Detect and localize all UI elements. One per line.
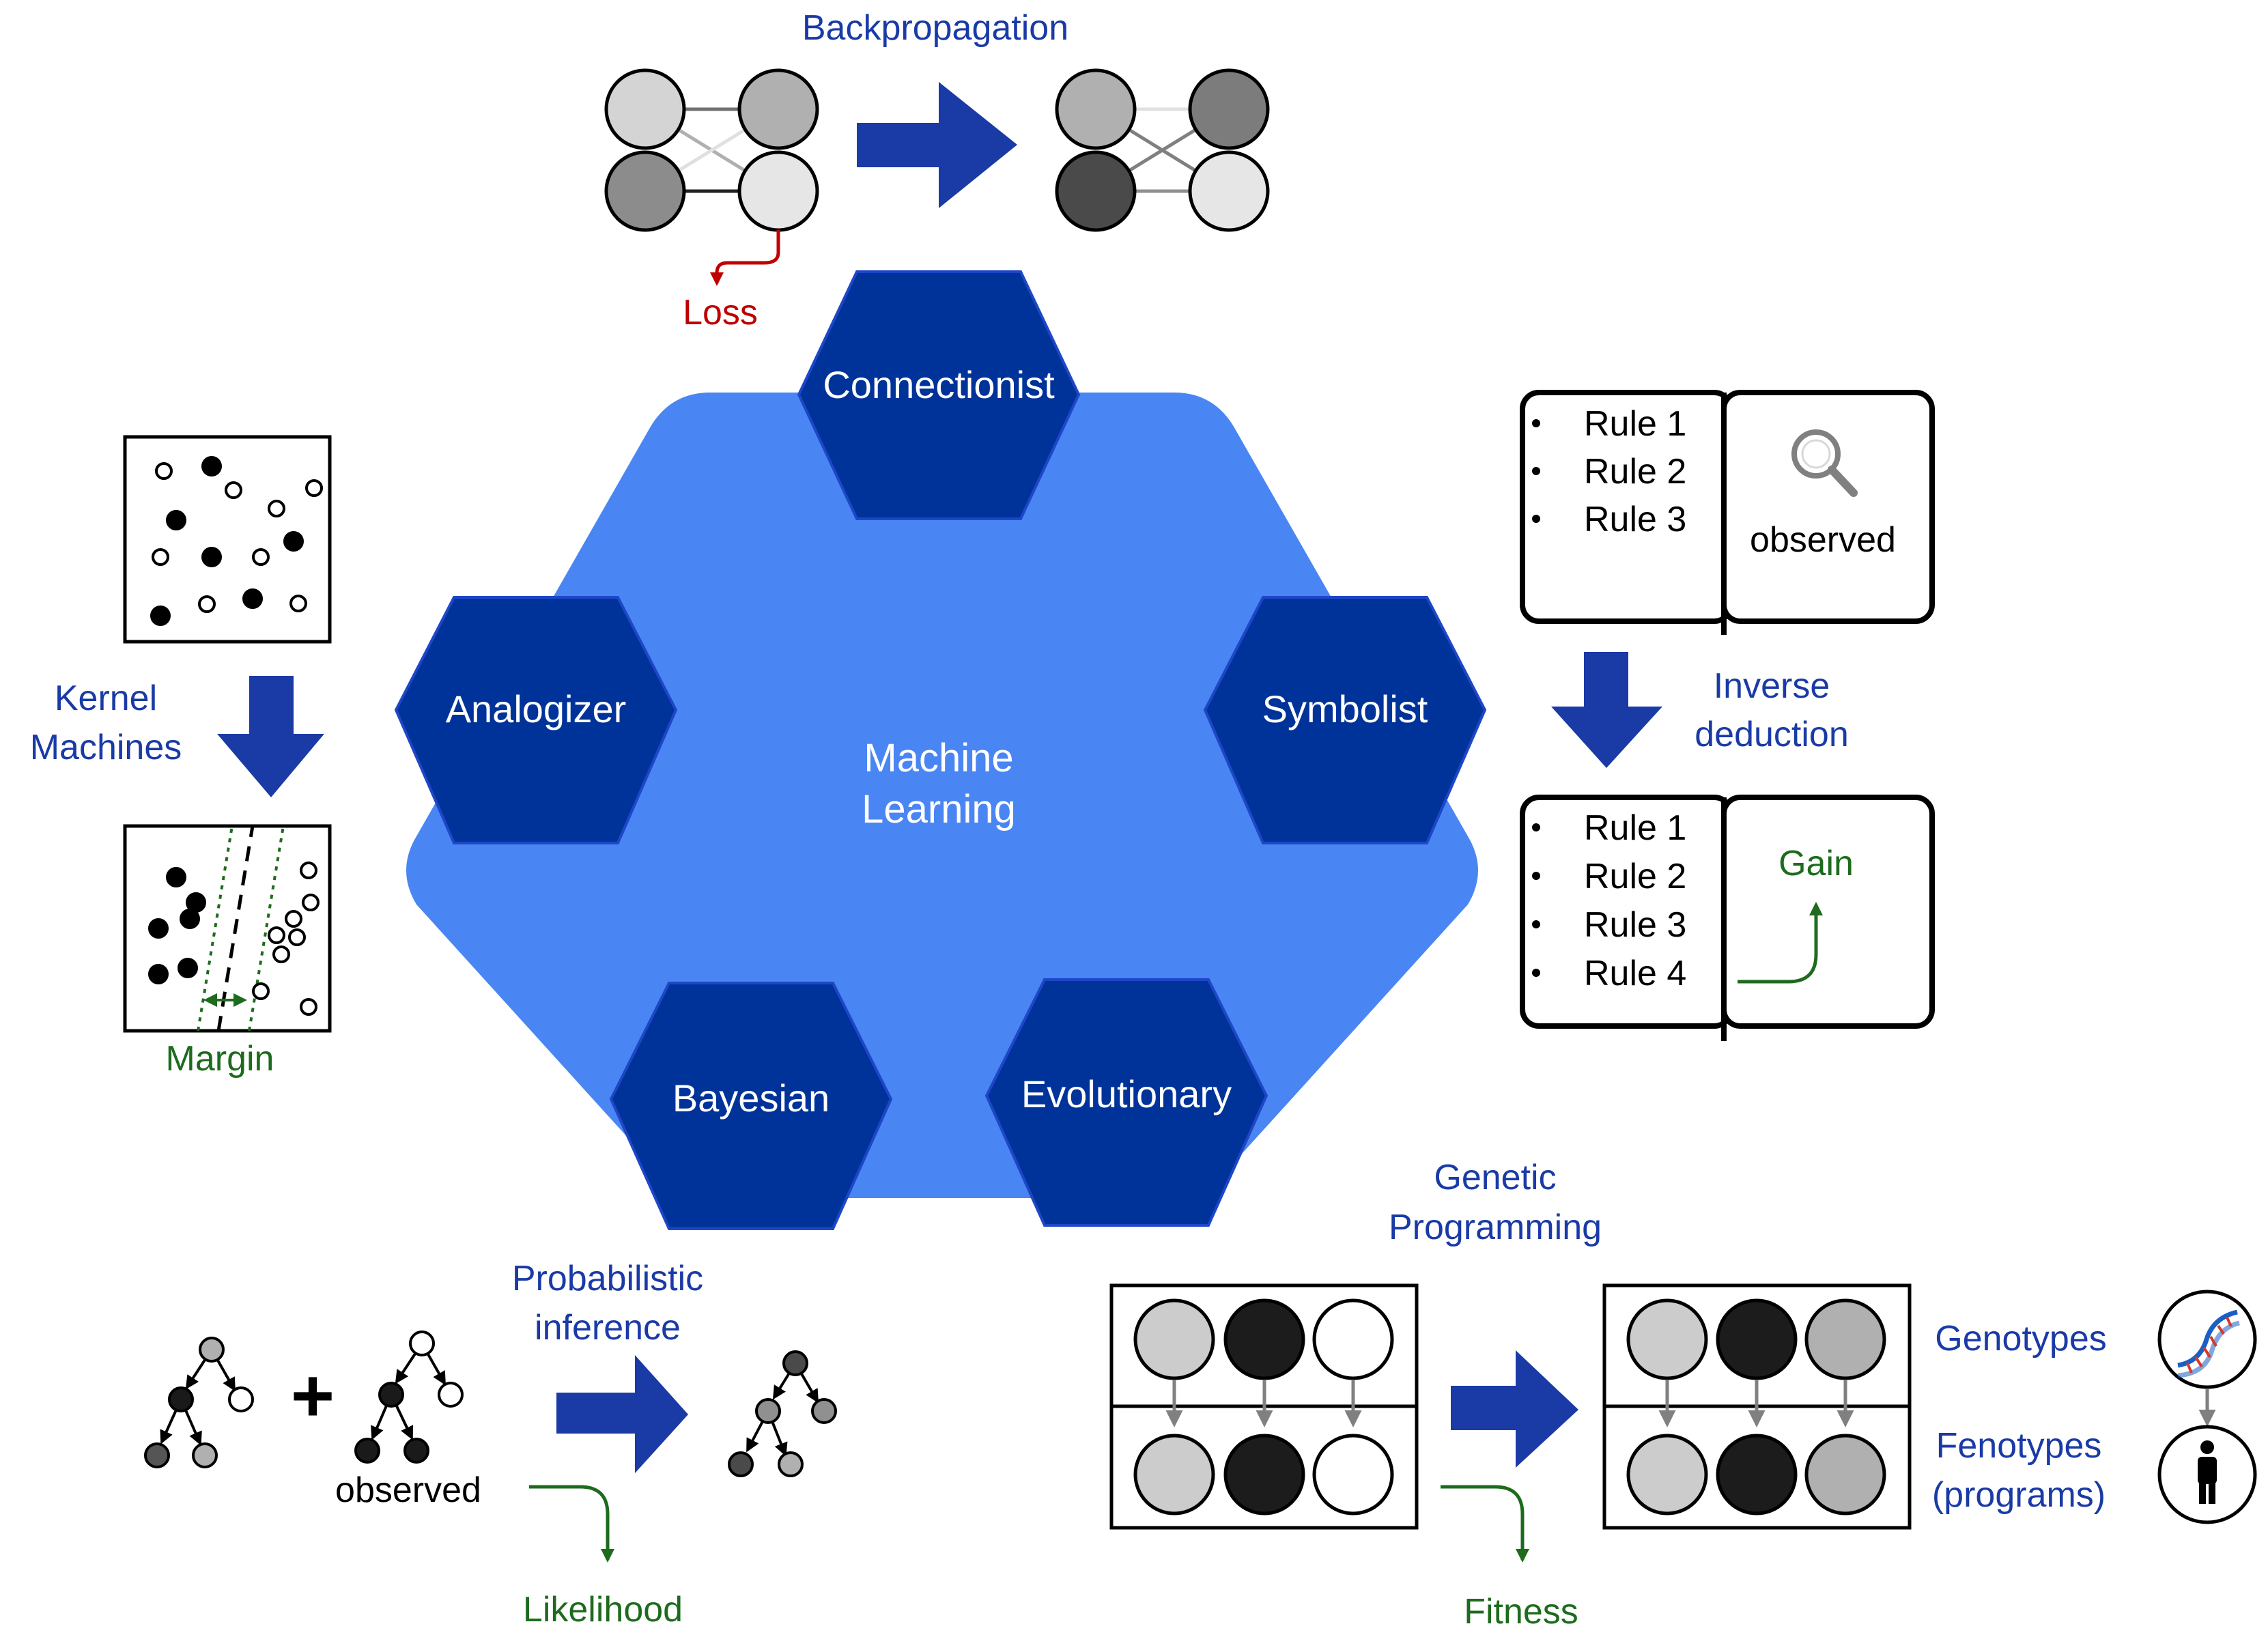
tribe-symbolist-label: Symbolist (1262, 687, 1428, 730)
bayes-tree-observed (354, 1330, 464, 1464)
kernel-label-line1: Kernel (55, 679, 157, 718)
population-before (1109, 1283, 1419, 1530)
tribe-bayesian-label: Bayesian (672, 1077, 830, 1120)
hex-connectionist: Connectionist (797, 270, 1081, 520)
fitness-label: Fitness (1464, 1592, 1578, 1632)
backprop-arrow (857, 82, 1017, 208)
magnifier-icon (1791, 429, 1858, 497)
kernel-label-line2: Machines (30, 728, 182, 767)
inverse-label-line2: deduction (1695, 715, 1849, 754)
dna-icon (2157, 1290, 2257, 1389)
genetic-section: Genetic Programming (1109, 1158, 2257, 1632)
rule-item: Rule 1 (1584, 808, 1686, 848)
fitness-arrow (1441, 1485, 1529, 1563)
rule-item: Rule 3 (1584, 500, 1686, 539)
network-before (604, 68, 819, 232)
genetic-arrow (1451, 1350, 1578, 1468)
node (1055, 150, 1137, 232)
node (1188, 150, 1270, 232)
backprop-title: Backpropagation (802, 8, 1068, 48)
inverse-deduction-section: Rule 1 Rule 2 Rule 3 observed Inverse de… (1520, 390, 1935, 1041)
bayes-tree-prior (144, 1337, 254, 1468)
tribe-evolutionary-label: Evolutionary (1021, 1072, 1232, 1115)
kernel-arrow (217, 676, 324, 797)
observed-label: observed (1750, 520, 1896, 560)
population-after (1602, 1283, 1912, 1530)
node (604, 150, 686, 232)
center-label-line1: Machine (864, 736, 1013, 780)
genetic-label-line1: Genetic (1434, 1158, 1556, 1197)
fenotypes-label-line2: (programs) (1932, 1475, 2106, 1515)
rule-item: Rule 4 (1584, 954, 1686, 993)
gain-arrow (1738, 902, 1823, 984)
node (737, 68, 819, 150)
loss-label: Loss (683, 293, 758, 332)
node (737, 150, 819, 232)
inverse-arrow (1551, 652, 1662, 768)
bayes-tree-posterior (728, 1350, 837, 1477)
genotypes-label: Genotypes (1935, 1319, 2107, 1358)
tribe-connectionist-label: Connectionist (823, 363, 1055, 406)
rule-item: Rule 1 (1584, 404, 1686, 444)
margin-lines (197, 825, 285, 1031)
rule-book-before: Rule 1 Rule 2 Rule 3 observed (1520, 390, 1935, 635)
genetic-label-line2: Programming (1389, 1208, 1602, 1247)
node (604, 68, 686, 150)
margin-label: Margin (166, 1039, 274, 1079)
likelihood-label: Likelihood (523, 1590, 683, 1629)
probabilistic-section: Probabilistic inference + observ (144, 1259, 837, 1629)
person-icon (2157, 1425, 2257, 1524)
prob-observed-label: observed (335, 1470, 481, 1510)
backprop-section: Backpropagation Loss (604, 8, 1270, 332)
hex-analogizer: Analogizer (394, 596, 678, 844)
scatter-points-before (150, 456, 323, 626)
kernel-section: Kernel Machines Margin (30, 435, 332, 1079)
prob-arrow (556, 1355, 688, 1473)
network-after (1055, 68, 1270, 232)
loss-arrow (710, 230, 780, 286)
prob-label-line1: Probabilistic (512, 1259, 703, 1298)
rule-item: Rule 2 (1584, 857, 1686, 896)
gain-label: Gain (1778, 844, 1854, 883)
likelihood-arrow (529, 1485, 614, 1563)
tribe-analogizer-label: Analogizer (446, 687, 627, 730)
prob-label-line2: inference (535, 1308, 681, 1348)
rule-item: Rule 3 (1584, 905, 1686, 945)
fenotypes-label-line1: Fenotypes (1936, 1426, 2102, 1466)
inverse-label-line1: Inverse (1714, 666, 1830, 706)
rule-item: Rule 2 (1584, 452, 1686, 492)
scatter-points-after (148, 862, 320, 1016)
center-label-line2: Learning (862, 787, 1016, 831)
hex-bayesian: Bayesian (609, 982, 893, 1230)
rule-book-after: Rule 1 Rule 2 Rule 3 Rule 4 Gain (1520, 795, 1935, 1041)
node (1055, 68, 1137, 150)
node (1188, 68, 1270, 150)
hex-symbolist: Symbolist (1203, 596, 1487, 844)
hex-evolutionary: Evolutionary (984, 978, 1268, 1227)
plus-sign: + (291, 1354, 335, 1438)
